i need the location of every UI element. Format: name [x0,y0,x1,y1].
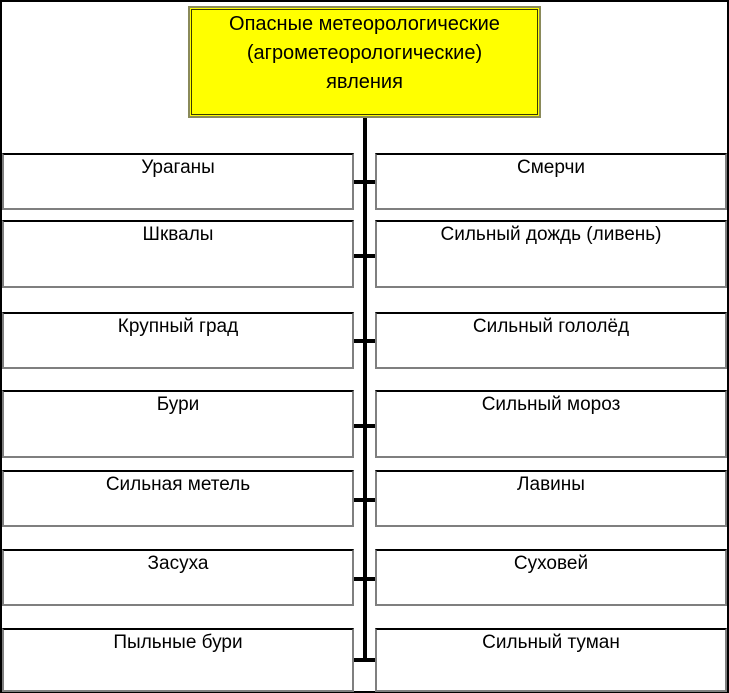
hazard-box-right: Сильный туман [375,628,727,692]
hazard-box-right: Суховей [375,549,727,606]
connector-tick [353,498,375,502]
root-title-line-2: (агрометеорологические) [246,42,483,64]
hazard-label: Сильный гололёд [472,316,630,337]
hazard-box-right: Сильный гололёд [375,312,727,369]
hazard-box-right: Лавины [375,470,727,527]
connector-tick [353,254,375,258]
connector-spine [363,118,367,661]
hazard-box-left: Засуха [2,549,354,606]
hazard-label: Смерчи [516,157,585,178]
hazard-box-left: Шквалы [2,220,354,288]
root-title-line-1: Опасные метеорологические [229,13,500,35]
connector-tick [353,658,375,662]
hazard-box-right: Сильный мороз [375,390,727,458]
hazard-box-left: Ураганы [2,153,354,210]
connector-tick [353,577,375,581]
hazard-box-right: Сильный дождь (ливень) [375,220,727,288]
hazard-label: Сильный мороз [481,394,621,415]
hazard-box-left: Сильная метель [2,470,354,527]
hazard-label: Ураганы [141,157,215,178]
hazard-label: Суховей [513,553,589,574]
hazard-label: Бури [156,394,200,415]
connector-tick [353,339,375,343]
connector-tick [353,180,375,184]
hazard-label: Лавины [517,474,585,495]
hazard-label: Сильная метель [105,474,251,495]
root-title-line-3: явления [326,71,403,93]
hazard-box-left: Пыльные бури [2,628,354,692]
hazard-label: Сильный дождь (ливень) [440,224,662,245]
connector-tick [353,424,375,428]
hazard-label: Засуха [147,553,209,574]
hazard-box-left: Крупный град [2,312,354,369]
hazard-label: Крупный град [117,316,239,337]
root-node: Опасные метеорологические (агрометеороло… [188,6,541,118]
root-title: Опасные метеорологические (агрометеороло… [190,10,539,97]
hazard-label: Пыльные бури [113,632,243,653]
hazard-label: Шквалы [142,224,214,245]
hazard-box-right: Смерчи [375,153,727,210]
hazard-label: Сильный туман [482,632,620,653]
hazard-box-left: Бури [2,390,354,458]
